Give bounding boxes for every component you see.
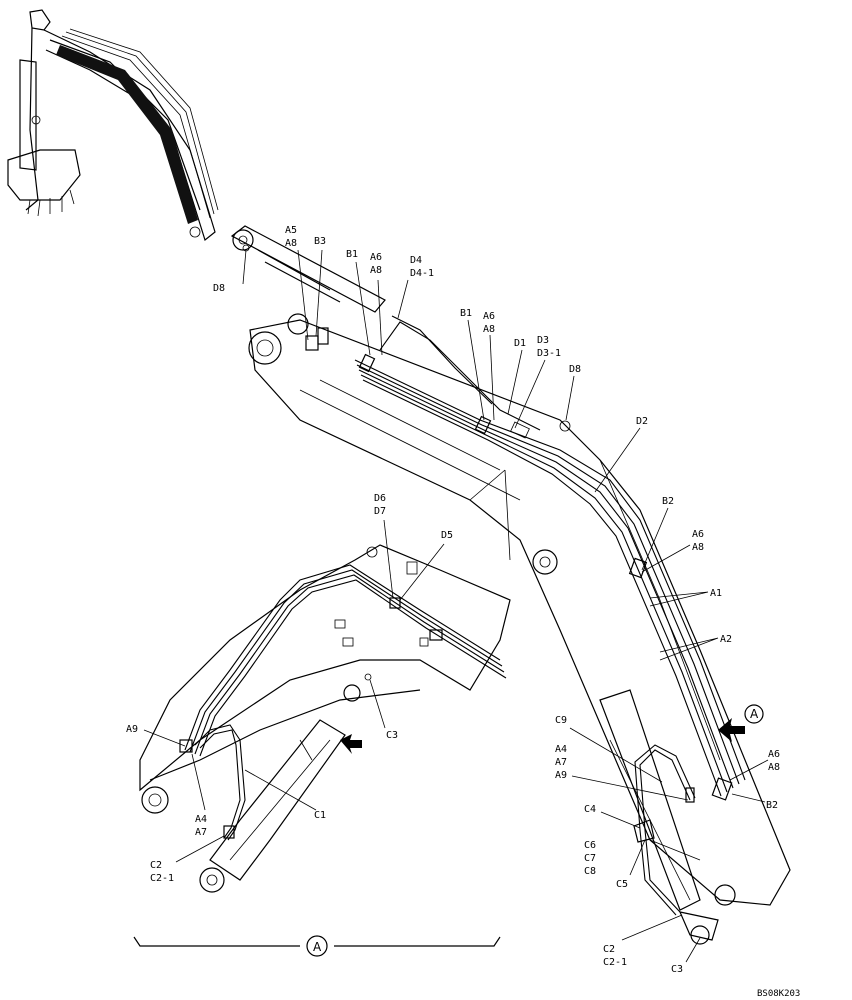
label-a4: A4	[555, 744, 567, 755]
label-b3: B3	[314, 236, 326, 247]
label-d3-1: D3-1	[537, 348, 561, 359]
label-c3: C3	[386, 730, 398, 741]
label-a8: A8	[370, 265, 382, 276]
label-a6: A6	[483, 311, 495, 322]
label-b1: B1	[346, 249, 358, 260]
label-a8: A8	[285, 238, 297, 249]
view-a-caption: A	[313, 940, 322, 954]
boom-main-view	[230, 225, 791, 945]
label-c8: C8	[584, 866, 596, 877]
label-a1: A1	[710, 588, 722, 599]
label-a8: A8	[692, 542, 704, 553]
label-d5: D5	[441, 530, 453, 541]
part-labels: A5 A8 B3 D8 B1 A6 A8 D4 D4-1 B1 A6 A8 D1…	[126, 225, 800, 999]
view-marker-a: A	[750, 707, 759, 721]
arm-overview-thumbnail	[7, 9, 219, 242]
label-d4-1: D4-1	[410, 268, 434, 279]
label-b2: B2	[662, 496, 674, 507]
label-c2-1: C2-1	[150, 873, 174, 884]
label-b2: B2	[766, 800, 778, 811]
label-a7: A7	[195, 827, 207, 838]
label-a8: A8	[768, 762, 780, 773]
label-a9: A9	[555, 770, 567, 781]
label-d3: D3	[537, 335, 549, 346]
label-d7: D7	[374, 506, 386, 517]
view-a-detail	[133, 544, 511, 957]
label-a5: A5	[285, 225, 297, 236]
label-a6: A6	[370, 252, 382, 263]
label-d4: D4	[410, 255, 422, 266]
label-d1: D1	[514, 338, 526, 349]
label-c2-1: C2-1	[603, 957, 627, 968]
label-b1: B1	[460, 308, 472, 319]
label-c1: C1	[314, 810, 326, 821]
label-c9: C9	[555, 715, 567, 726]
label-c6: C6	[584, 840, 596, 851]
label-a4: A4	[195, 814, 207, 825]
label-a9: A9	[126, 724, 138, 735]
label-c7: C7	[584, 853, 596, 864]
label-a2: A2	[720, 634, 732, 645]
label-d6: D6	[374, 493, 386, 504]
label-c4: C4	[584, 804, 596, 815]
label-c2: C2	[150, 860, 162, 871]
drawing-code: BS08K203	[757, 989, 800, 999]
label-a8: A8	[483, 324, 495, 335]
label-a6: A6	[768, 749, 780, 760]
label-c3: C3	[671, 964, 683, 975]
label-a6: A6	[692, 529, 704, 540]
label-d8: D8	[213, 283, 225, 294]
label-c2: C2	[603, 944, 615, 955]
leader-lines	[143, 249, 769, 963]
label-c5: C5	[616, 879, 628, 890]
label-a7: A7	[555, 757, 567, 768]
label-d2: D2	[636, 416, 648, 427]
label-d8: D8	[569, 364, 581, 375]
